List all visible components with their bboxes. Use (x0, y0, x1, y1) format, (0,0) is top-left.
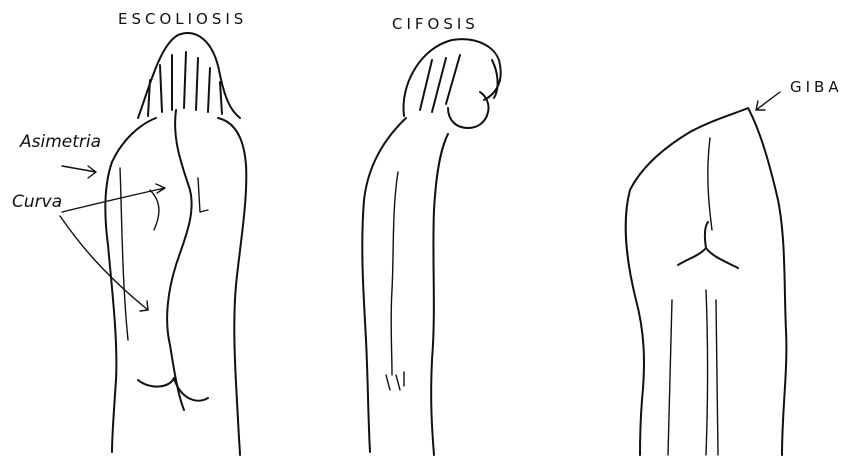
cifosis-face (448, 92, 489, 128)
cifosis-arm (386, 172, 404, 390)
curva-arrow-upper (62, 184, 165, 212)
cifosis-back (362, 118, 406, 452)
escoliosis-spine (167, 110, 192, 410)
escoliosis-buttocks (138, 378, 208, 401)
escoliosis-figure (105, 33, 246, 455)
giba-legs (668, 290, 718, 455)
cifosis-figure (362, 39, 500, 455)
giba-arrow (756, 92, 780, 110)
curva-arrow-lower (60, 216, 148, 311)
giba-spine (708, 138, 712, 230)
escoliosis-torso-outline (105, 118, 156, 452)
cifosis-front (431, 134, 448, 455)
escoliosis-torso-outline-right (218, 118, 246, 455)
escoliosis-left-blade (150, 190, 159, 230)
giba-buttocks (678, 222, 738, 268)
giba-left-side (626, 190, 644, 455)
asimetria-arrow (62, 166, 96, 178)
giba-figure (626, 92, 787, 455)
cifosis-hair (403, 39, 500, 116)
escoliosis-hair (138, 33, 240, 118)
escoliosis-right-blade (198, 178, 208, 212)
escoliosis-left-arm (120, 168, 128, 340)
